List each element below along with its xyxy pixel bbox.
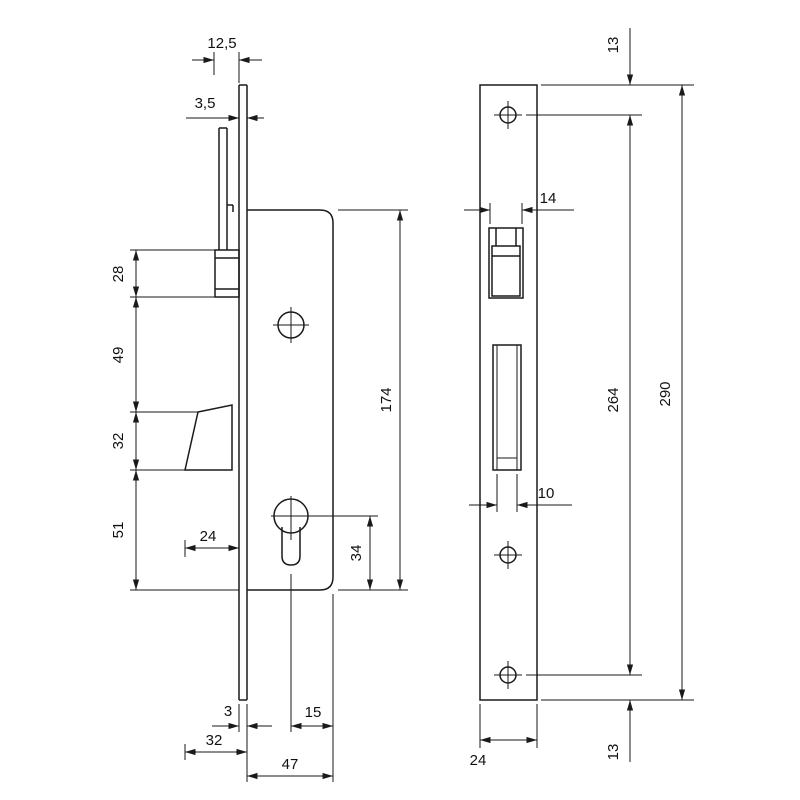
dim-label-plate-height: 290: [657, 381, 674, 406]
dim-screw-hole-spacing: 264: [526, 114, 642, 676]
dim-slot-width: 10: [469, 474, 572, 512]
dim-cylinder-to-back: 15: [290, 574, 334, 782]
dim-label-reach: 32: [206, 732, 223, 749]
faceplate-edge: [238, 84, 248, 701]
screw-hole-middle: [494, 541, 522, 569]
latch-opening: [488, 227, 524, 299]
latch-guide-rib: [218, 127, 234, 250]
dim-label-slot-width: 10: [538, 485, 555, 502]
dim-bottom-edge-to-hole: 13: [605, 700, 634, 762]
dim-top-edge-to-hole: 13: [605, 28, 634, 85]
faceplate-front: [479, 84, 538, 701]
dim-label-latch-height: 28: [110, 266, 127, 283]
euro-cylinder-cutout: [271, 496, 311, 566]
dim-label-latch-width: 14: [540, 190, 557, 207]
dim-plate-thickness-bottom: 3: [212, 703, 272, 782]
side-view: [184, 84, 334, 701]
dim-label-hook-height: 32: [110, 433, 127, 450]
dim-case-depth: 47: [247, 756, 333, 780]
dim-label-plate-width: 24: [470, 752, 487, 769]
dim-label-case-height: 174: [378, 387, 395, 412]
front-view: [479, 84, 538, 701]
dimensions-front-view: 14 10 13 264 290: [464, 28, 694, 769]
dim-label-plate-thickness-bottom: 3: [224, 703, 232, 720]
dim-label-plate-thickness: 3,5: [195, 95, 216, 112]
screw-hole-top: [494, 101, 522, 129]
latch-bolt-side: [214, 249, 240, 298]
hook-bolt: [184, 404, 233, 471]
lock-case-outline: [247, 209, 334, 591]
dim-case-height: 174: [338, 209, 408, 591]
dim-plate-thickness: 3,5: [186, 95, 264, 122]
dim-label-latch-protrusion: 12,5: [207, 35, 236, 52]
dimensions-side-view: 12,5 3,5 28 49 32 51 24: [110, 35, 408, 782]
dim-latch-protrusion: 12,5: [192, 35, 262, 83]
dim-label-cylinder-to-bottom: 34: [348, 545, 365, 562]
dim-hook-depth: 24: [184, 528, 239, 557]
dim-label-top-edge-to-hole: 13: [605, 37, 622, 54]
dim-latch-width: 14: [464, 190, 574, 224]
dim-label-screw-hole-spacing: 264: [605, 387, 622, 412]
dim-label-hook-depth: 24: [200, 528, 217, 545]
follower-hole: [273, 307, 309, 343]
dim-reach: 32: [184, 732, 247, 760]
dim-label-hook-to-bottom: 51: [110, 522, 127, 539]
dim-chain-left: 28 49 32 51: [110, 249, 239, 591]
dim-label-case-depth: 47: [282, 756, 299, 773]
screw-hole-bottom: [494, 661, 522, 689]
dim-label-bottom-edge-to-hole: 13: [605, 744, 622, 761]
dim-label-latch-to-hook: 49: [110, 347, 127, 364]
dim-label-cylinder-to-back: 15: [305, 704, 322, 721]
dim-plate-width: 24: [470, 704, 538, 769]
dim-plate-height: 290: [541, 84, 694, 701]
center-slot: [492, 344, 522, 471]
dim-cylinder-to-bottom: 34: [302, 515, 378, 590]
